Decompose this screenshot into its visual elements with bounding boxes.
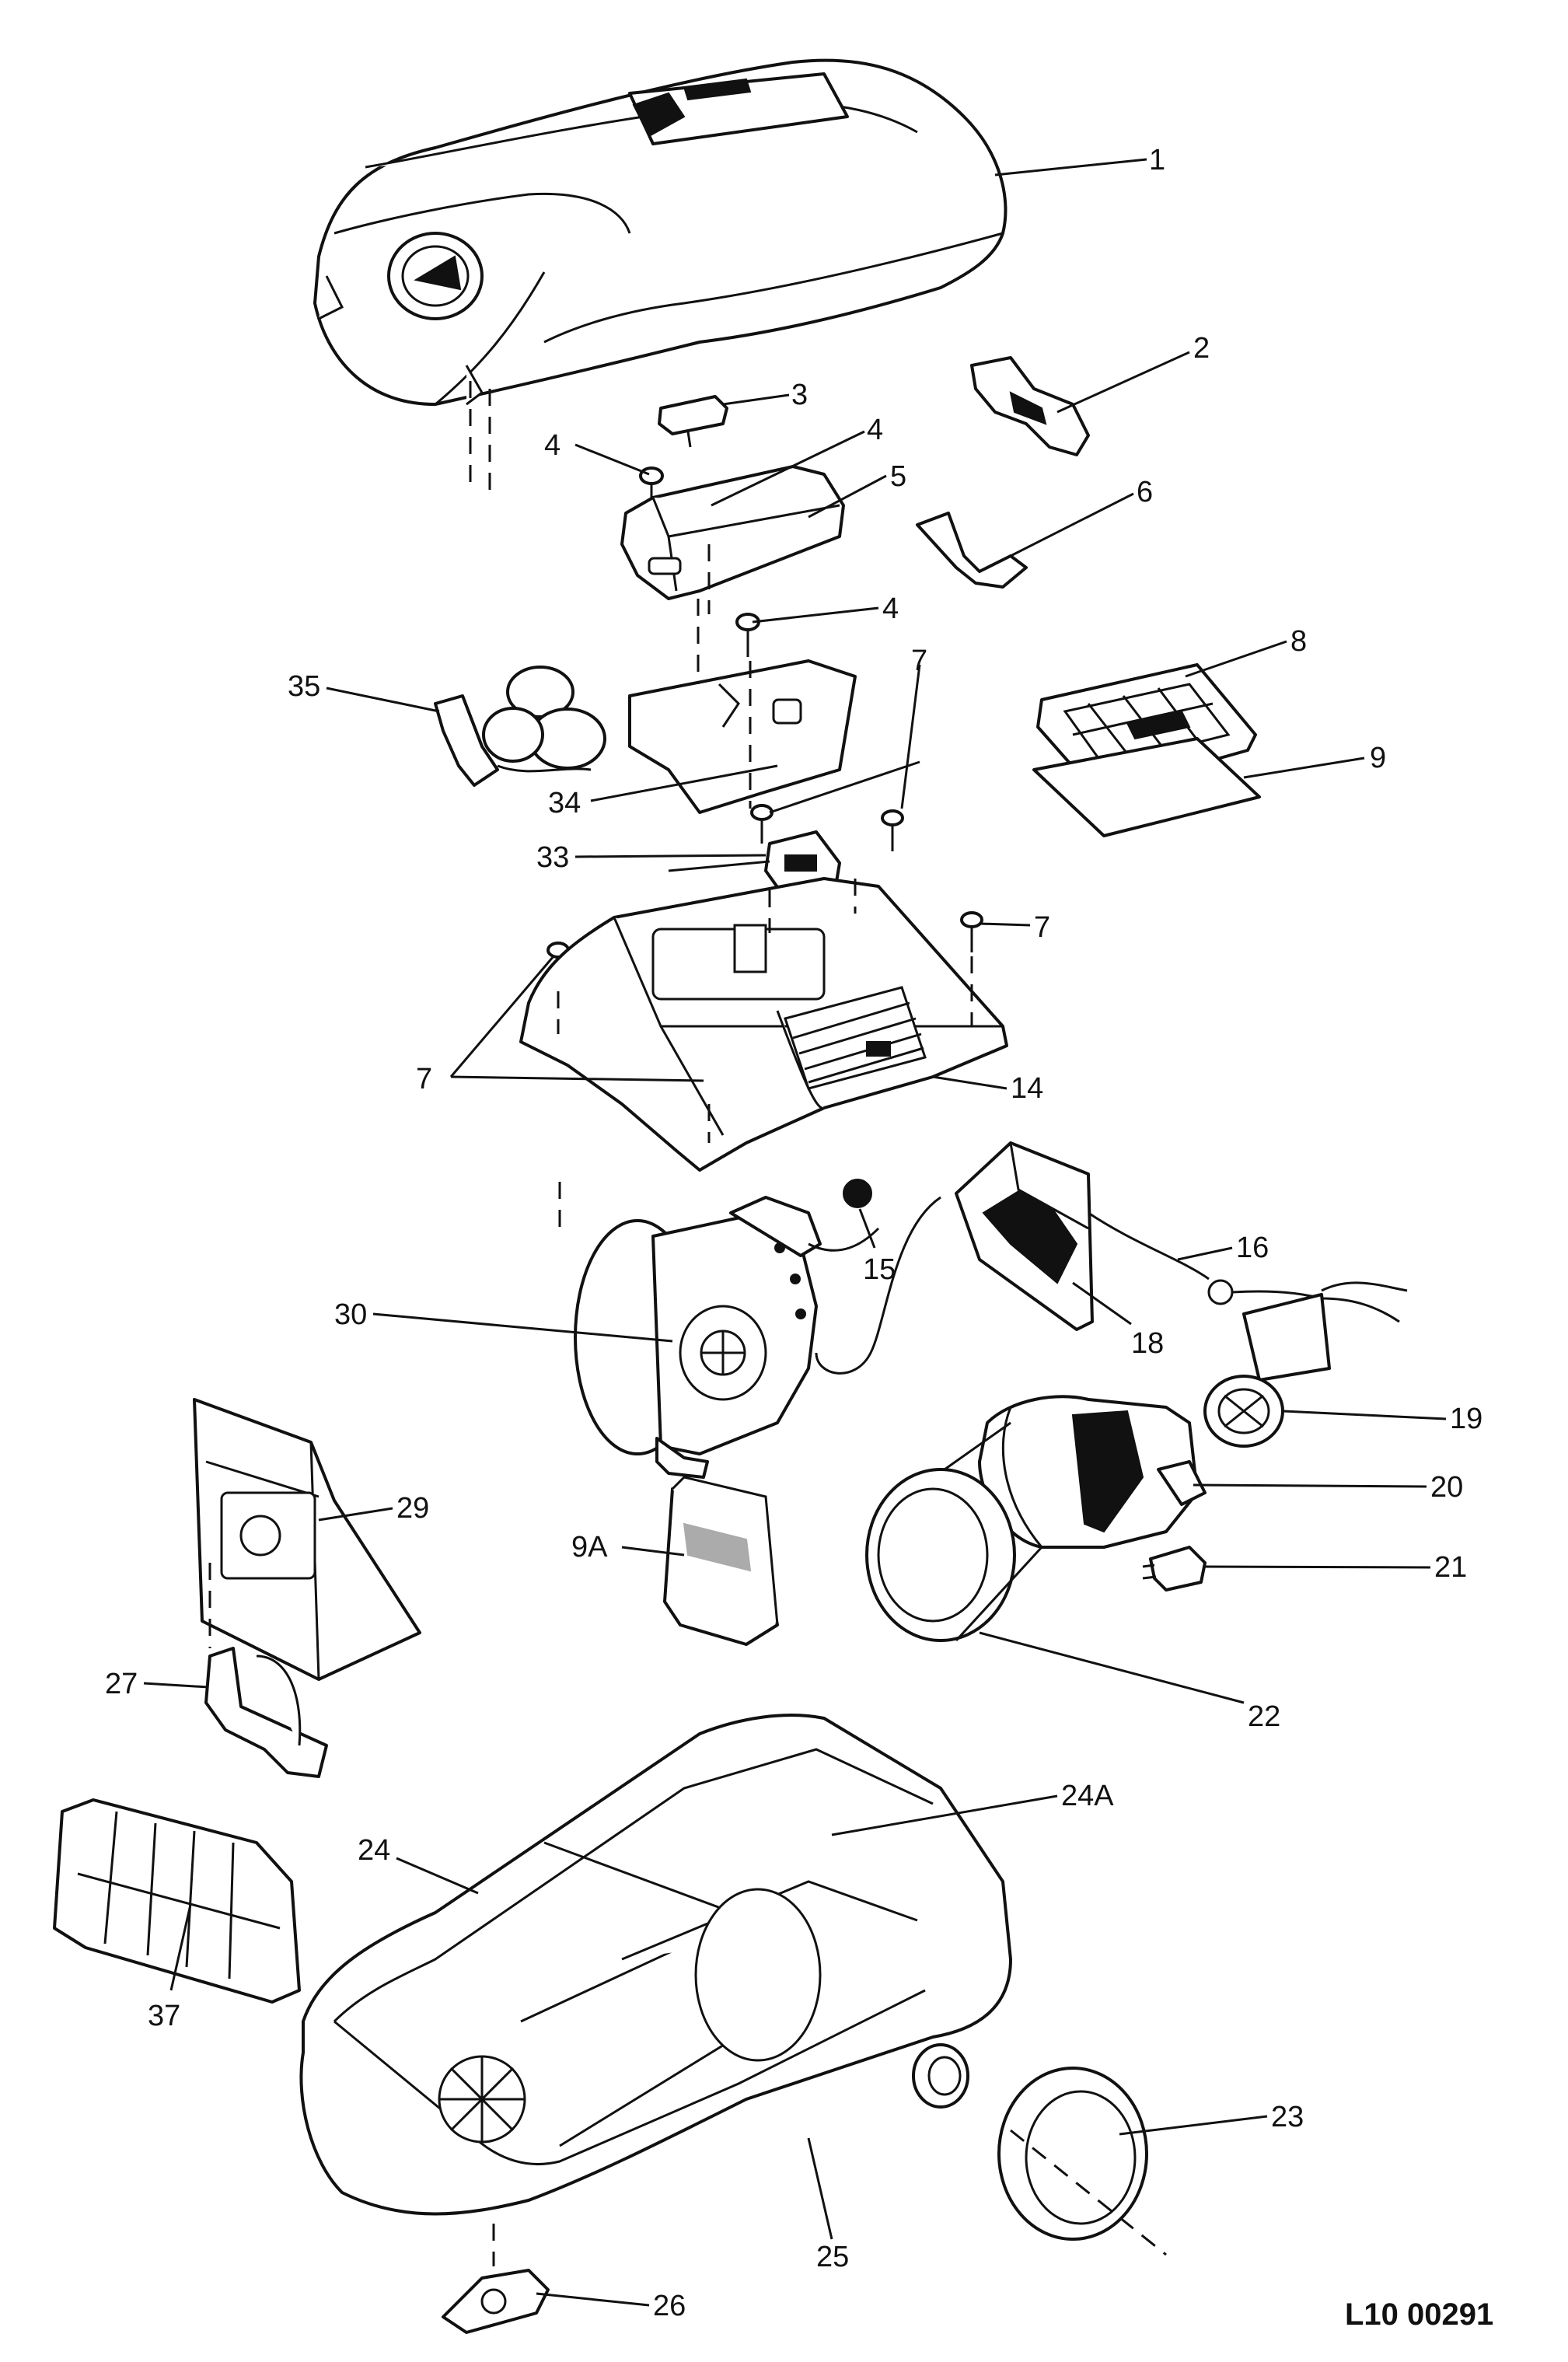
- callout-6: 6: [1137, 476, 1153, 508]
- callout-22: 22: [1248, 1700, 1280, 1733]
- callout-2: 2: [1193, 332, 1210, 365]
- callout-30: 30: [334, 1298, 367, 1331]
- callout-15: 15: [863, 1253, 896, 1286]
- callout-24a: 24A: [1061, 1780, 1114, 1812]
- callout-24: 24: [358, 1834, 390, 1867]
- part-19-ring: [1203, 1293, 1331, 1448]
- drawing-code: L10 00291: [1345, 2297, 1493, 2332]
- part-3-button: [658, 395, 728, 448]
- leader-lines: [143, 158, 1447, 2307]
- callout-4-b: 4: [867, 414, 883, 446]
- part-9a-filter: [663, 1476, 779, 1646]
- callout-14: 14: [1011, 1072, 1043, 1105]
- part-9-filter-pad: [1032, 737, 1261, 837]
- callout-4-a: 4: [544, 429, 560, 462]
- callout-20: 20: [1430, 1471, 1463, 1504]
- part-25-base-housing: [299, 1714, 1012, 2216]
- callout-9a: 9A: [571, 1531, 608, 1564]
- part-7-screw-b: [881, 809, 904, 851]
- part-7-screw-c: [960, 911, 983, 952]
- part-27-bag-holder: [204, 1647, 328, 1778]
- callout-7-c: 7: [416, 1063, 432, 1095]
- part-7-screw-a: [750, 804, 774, 844]
- callout-27: 27: [105, 1668, 138, 1700]
- assembly-guide-lines: [208, 381, 1167, 2266]
- callout-21: 21: [1434, 1551, 1467, 1584]
- part-34-plate: [628, 659, 857, 814]
- part-2-latch-clip: [970, 356, 1090, 456]
- callout-4-c: 4: [882, 592, 899, 625]
- part-30-motor-housing: [574, 1196, 822, 1479]
- callout-8: 8: [1290, 625, 1307, 658]
- part-37-grille-filter: [53, 1798, 301, 2004]
- part-23-wheel: [997, 2067, 1148, 2241]
- callout-16: 16: [1236, 1232, 1269, 1264]
- part-29-dust-bag: [193, 1398, 421, 1681]
- callout-3: 3: [791, 379, 808, 411]
- part-26-castor: [442, 2269, 550, 2334]
- callout-29: 29: [396, 1492, 429, 1525]
- part-15-grommet: [843, 1179, 872, 1208]
- callout-9: 9: [1370, 742, 1386, 774]
- part-14-chassis-plate: [519, 877, 1008, 1172]
- callout-7-a: 7: [911, 645, 927, 677]
- callout-37: 37: [148, 2000, 180, 2032]
- callout-labels: 1 2 3 4 4 4 5 6 7 7 7 8 9 9A 14 15 16 18…: [105, 144, 1482, 2322]
- part-6-spring-wire: [916, 512, 1028, 589]
- callout-19: 19: [1450, 1403, 1482, 1435]
- callout-18: 18: [1131, 1327, 1164, 1360]
- part-5-handle-bracket: [620, 465, 845, 600]
- part-18-exhaust-panel: [955, 1141, 1094, 1331]
- part-35-coil-bracket: [434, 666, 606, 787]
- callout-26: 26: [653, 2290, 686, 2322]
- part-22-motor-ring: [865, 1421, 1043, 1642]
- part-1-top-cover: [313, 58, 1008, 406]
- part-21-connector: [1142, 1546, 1207, 1592]
- callout-1: 1: [1149, 144, 1165, 176]
- callout-34: 34: [548, 787, 581, 819]
- callout-35: 35: [288, 670, 320, 703]
- part-20-motor: [978, 1395, 1207, 1549]
- callout-5: 5: [890, 460, 906, 493]
- callout-25: 25: [816, 2241, 849, 2273]
- callout-33: 33: [536, 841, 569, 874]
- callout-23: 23: [1271, 2101, 1304, 2133]
- callout-7-b: 7: [1034, 911, 1050, 944]
